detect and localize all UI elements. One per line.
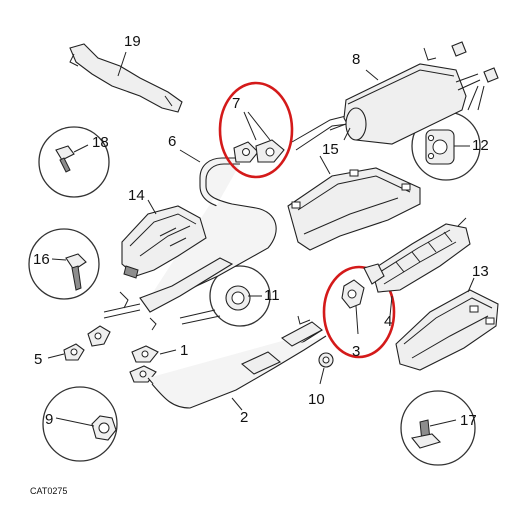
- callout-17: 17: [460, 412, 477, 429]
- catalog-code: CAT0275: [30, 486, 67, 496]
- callout-12: 12: [472, 137, 489, 154]
- callout-16: 16: [33, 251, 50, 268]
- callout-15: 15: [322, 141, 339, 158]
- part-3-gasket: [341, 279, 365, 335]
- callout-14: 14: [128, 187, 145, 204]
- callout-2: 2: [240, 409, 248, 426]
- callout-10: 10: [308, 391, 325, 408]
- part-4-catalytic-converter: [363, 217, 471, 317]
- callout-1: 1: [180, 342, 188, 359]
- part-12-rubber-mount-detail: [411, 111, 481, 181]
- callout-11: 11: [264, 287, 280, 304]
- part-19-heat-shield-bracket: [69, 43, 183, 113]
- part-18-bolt-detail: [38, 126, 110, 198]
- part-6-intermediate-pipe: [103, 115, 349, 331]
- highlight-ring-part-7: [218, 81, 294, 179]
- callout-9: 9: [45, 411, 53, 428]
- callout-8: 8: [352, 51, 360, 68]
- part-10-mount: [318, 352, 334, 385]
- part-14-heat-shield: [121, 199, 207, 279]
- callout-4: 4: [384, 313, 392, 330]
- part-15-heat-shield: [287, 155, 421, 251]
- callout-3: 3: [352, 343, 360, 360]
- highlight-ring-part-3: [322, 265, 396, 359]
- part-7-gasket-pair: [233, 111, 285, 163]
- part-11-rubber-mount-detail: [179, 265, 271, 327]
- part-13-heat-shield: [395, 277, 499, 371]
- part-9-nut-detail: [42, 386, 118, 462]
- callout-5: 5: [34, 351, 42, 368]
- callout-13: 13: [472, 263, 489, 280]
- part-16-bolt-detail: [28, 228, 100, 300]
- callout-18: 18: [92, 134, 109, 151]
- callout-19: 19: [124, 33, 141, 50]
- callout-6: 6: [168, 133, 176, 150]
- part-2-front-pipe: [147, 315, 327, 411]
- part-17-bolt-detail: [400, 390, 476, 466]
- callout-7: 7: [232, 95, 240, 112]
- part-8-rear-silencer: [329, 41, 499, 145]
- part-5-gasket: [47, 325, 111, 361]
